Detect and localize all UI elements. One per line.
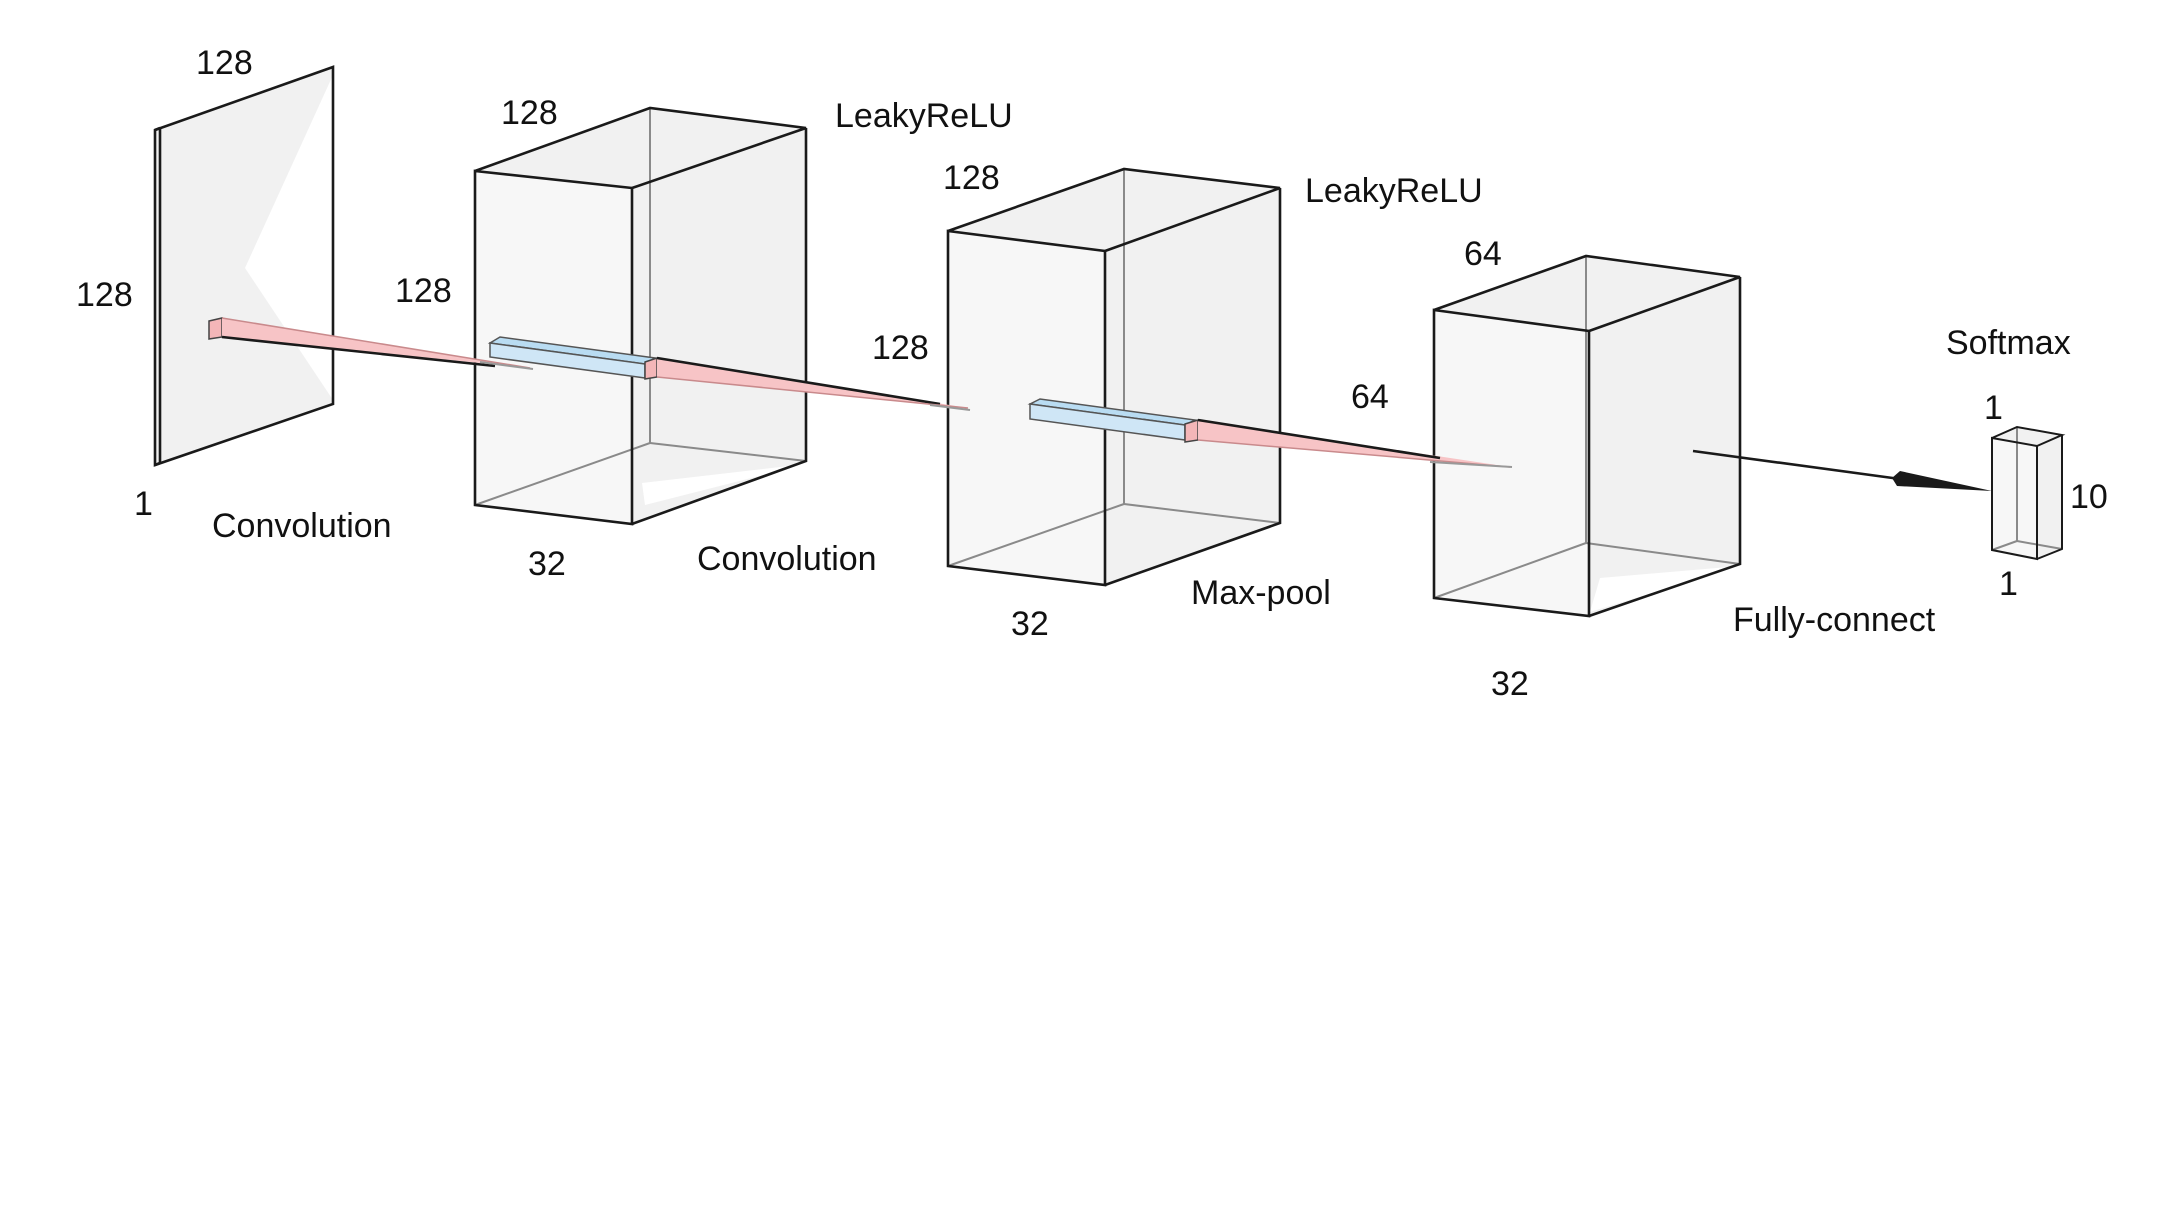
conv1-volume xyxy=(473,106,808,526)
output-dim-bottom: 1 xyxy=(1999,565,2018,603)
output-vector xyxy=(1991,425,2066,561)
pool-volume xyxy=(1432,254,1742,618)
conv1-activation: LeakyReLU xyxy=(835,97,1013,135)
conv2-kernel xyxy=(487,336,971,411)
conv2-activation: LeakyReLU xyxy=(1305,172,1483,210)
conv1-kernel xyxy=(208,317,534,370)
conv2-dim-top: 128 xyxy=(943,159,1000,197)
conv1-dim-left: 128 xyxy=(395,272,452,310)
input-dim-top: 128 xyxy=(196,44,253,82)
op-convolution-1: Convolution xyxy=(212,507,392,545)
conv1-dim-bottom: 32 xyxy=(528,545,566,583)
fully-connect-arrow xyxy=(1692,449,1992,491)
output-activation: Softmax xyxy=(1946,324,2071,362)
op-max-pool: Max-pool xyxy=(1191,574,1331,612)
pool-dim-left: 64 xyxy=(1351,378,1389,416)
input-layer xyxy=(153,65,335,467)
op-convolution-2: Convolution xyxy=(697,540,877,578)
pool-dim-top: 64 xyxy=(1464,235,1502,273)
input-dim-bottom: 1 xyxy=(134,485,153,523)
conv2-dim-bottom: 32 xyxy=(1011,605,1049,643)
conv2-volume xyxy=(946,167,1282,587)
input-dim-left: 128 xyxy=(76,276,133,314)
pool-dim-bottom: 32 xyxy=(1491,665,1529,703)
op-fully-connect: Fully-connect xyxy=(1733,601,1936,639)
pool-kernel xyxy=(1027,398,1513,468)
output-dim-top: 1 xyxy=(1984,389,2003,427)
conv1-dim-top: 128 xyxy=(501,94,558,132)
output-dim-right: 10 xyxy=(2070,478,2108,516)
conv2-dim-left: 128 xyxy=(872,329,929,367)
